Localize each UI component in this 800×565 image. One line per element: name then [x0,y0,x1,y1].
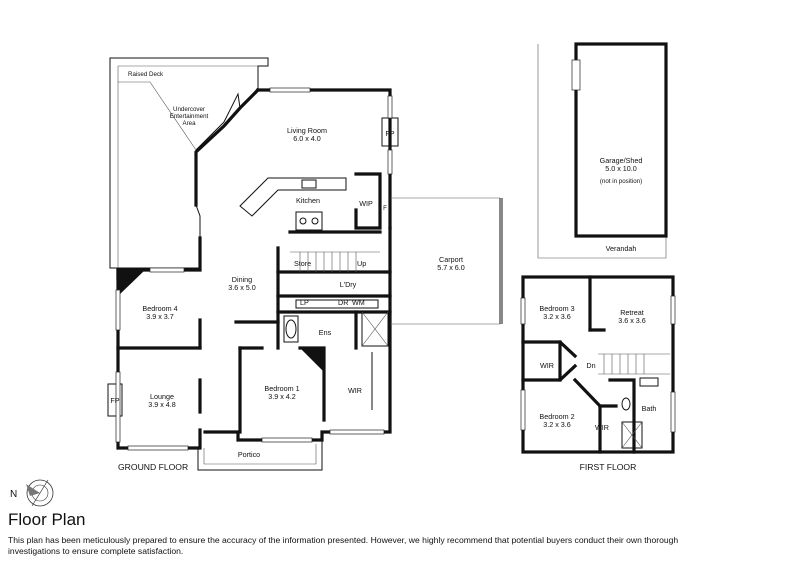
dryer-label: DR [338,298,348,307]
bedroom3-dims: 3.2 x 3.6 [543,312,571,321]
bedroom1-name: Bedroom 1 [264,384,299,393]
bedroom4-dims: 3.9 x 3.7 [146,312,174,321]
ground-floor-plan [107,57,399,471]
raised-deck-outline [109,57,269,269]
living-room-name: Living Room [287,126,327,135]
carport [390,197,503,325]
garage-name: Garage/Shed [600,156,643,165]
undercover-label-line1: Undercover [173,106,205,113]
laundry-label: L'Dry [340,280,357,289]
living-fireplace-label: FP [385,129,394,138]
retreat-name: Retreat [620,308,644,317]
linen-press-label: LP [300,298,309,307]
wir-ground-label: WIR [348,386,362,395]
kitchen-bench [239,177,347,217]
compass-north-label: N [10,489,17,500]
first-floor-heading: FIRST FLOOR [580,462,637,472]
stairs-up-label: Up [357,259,366,268]
portico-label: Portico [238,450,260,459]
garage-dims: 5.0 x 10.0 [605,164,637,173]
bedroom2-name: Bedroom 2 [539,412,574,421]
page-title: Floor Plan [8,510,86,529]
fridge-label: F [383,205,387,212]
wir-first-a-label: WIR [540,361,554,370]
wir-first-b-label: WIR [595,423,609,432]
store-label: Store [294,259,311,268]
stairs-down-label: Dn [586,361,595,370]
bedroom2-dims: 3.2 x 3.6 [543,420,571,429]
garage-note: (not in position) [600,178,642,185]
living-room-dims: 6.0 x 4.0 [293,134,321,143]
ensuite-label: Ens [319,328,332,337]
compass-icon [26,479,54,507]
verandah-label: Verandah [606,244,637,253]
retreat-dims: 3.6 x 3.6 [618,316,646,325]
wip-label: WIP [359,199,373,208]
carport-dims: 5.7 x 6.0 [437,263,465,272]
carport-name: Carport [439,255,463,264]
ground-floor-heading: GROUND FLOOR [118,462,188,472]
undercover-label-line3: Area [182,120,196,127]
washing-machine-label: WM [352,298,365,307]
lounge-dims: 3.9 x 4.8 [148,400,176,409]
undercover-label-line2: Entertainment [170,113,209,120]
bedroom1-dims: 3.9 x 4.2 [268,392,296,401]
lounge-name: Lounge [150,392,174,401]
bedroom4-name: Bedroom 4 [142,304,177,313]
bedroom3-name: Bedroom 3 [539,304,574,313]
bath-label: Bath [642,404,657,413]
garage-shed [537,42,668,259]
first-floor-plan [520,275,676,454]
disclaimer-text: This plan has been meticulously prepared… [8,535,679,556]
dining-dims: 3.6 x 5.0 [228,283,256,292]
raised-deck-label: Raised Deck [128,71,164,78]
kitchen-label: Kitchen [296,196,320,205]
lounge-fireplace-label: FP [110,396,119,405]
dining-name: Dining [232,275,252,284]
